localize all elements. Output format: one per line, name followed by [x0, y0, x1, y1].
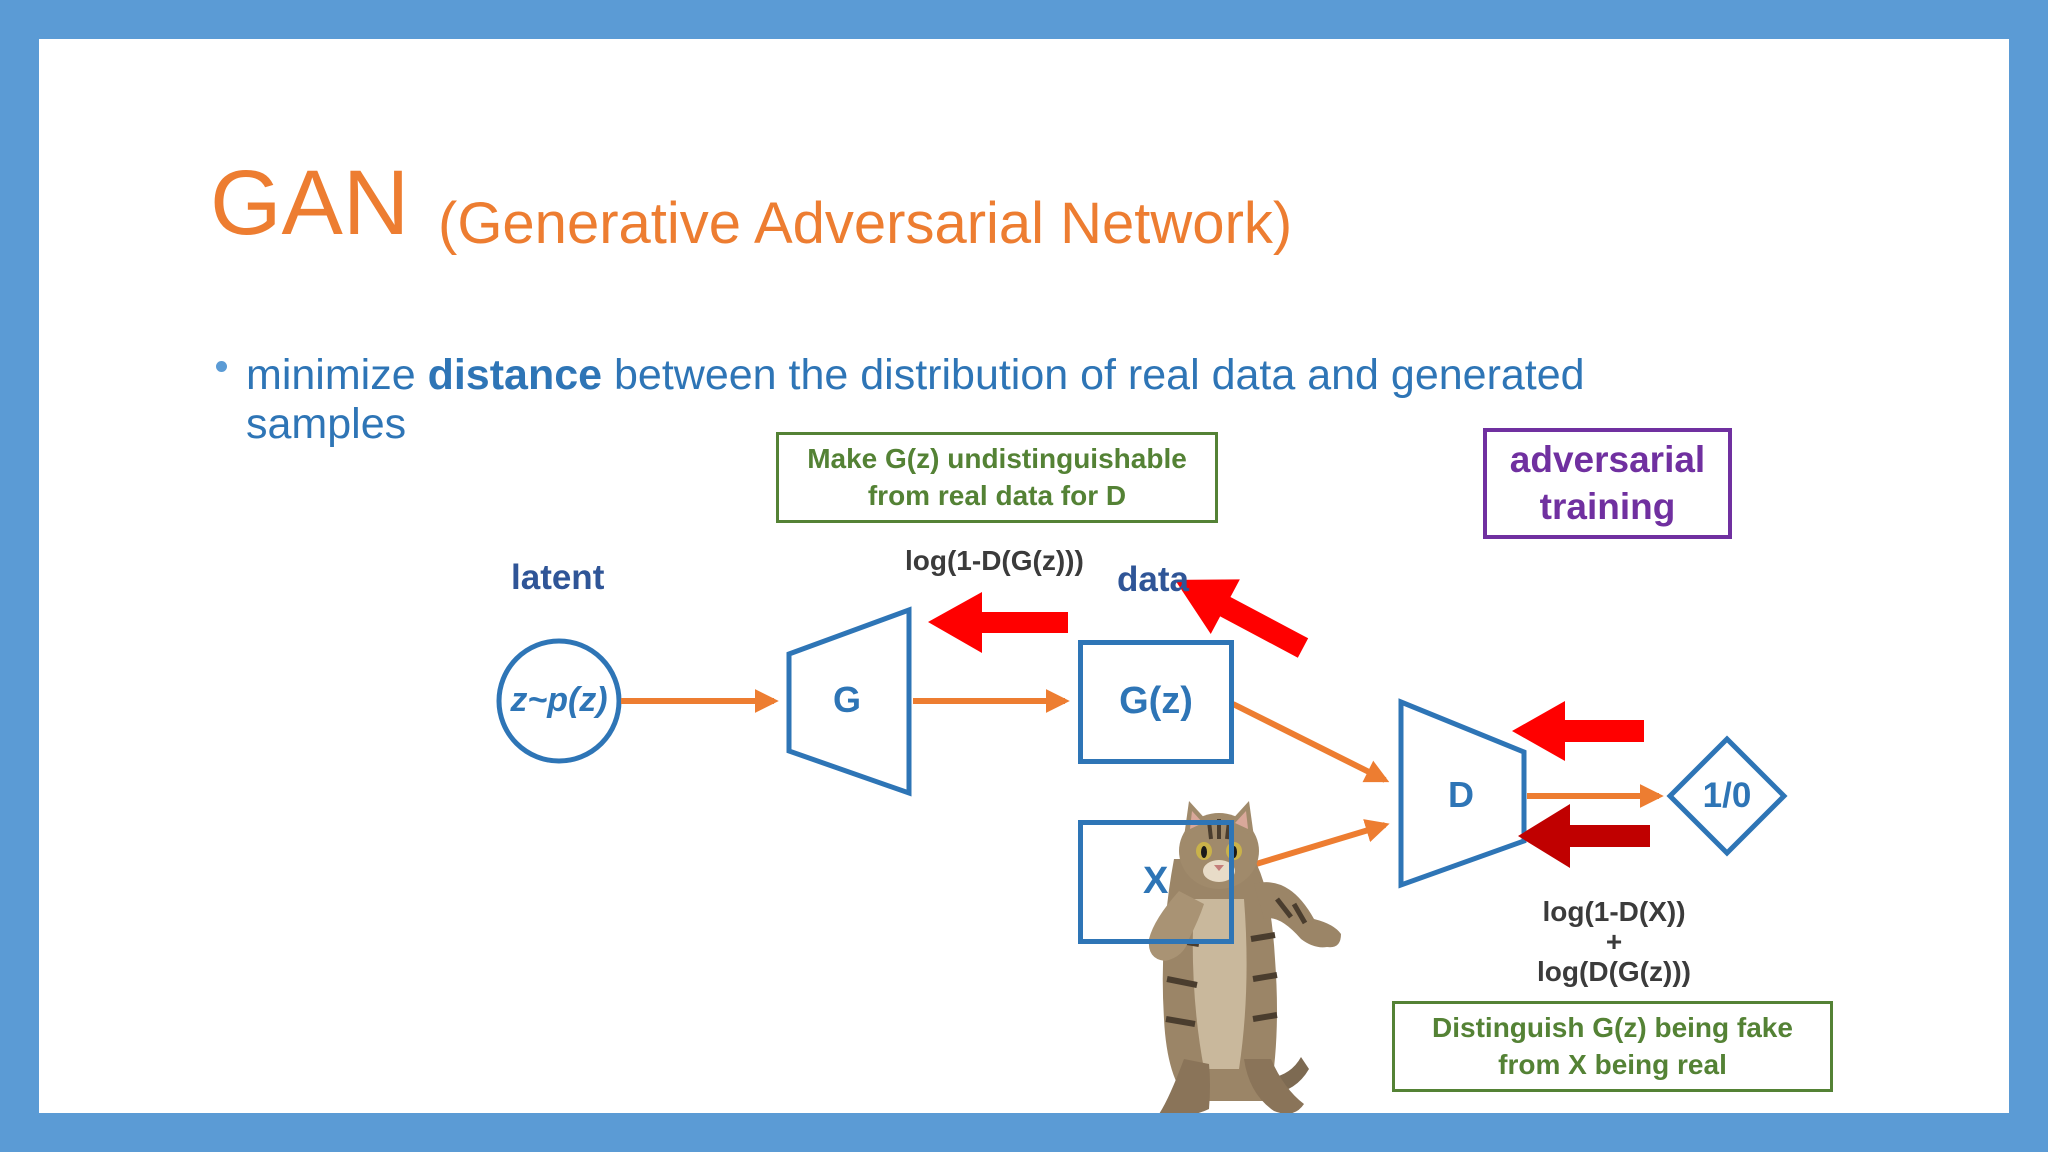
real-data-node: X	[1078, 820, 1234, 944]
gradient-arrow-d-lower	[1518, 804, 1650, 868]
standing-tabby-cat-icon	[1148, 801, 1341, 1113]
bullet-text: minimize distance between the distributi…	[246, 354, 1585, 397]
output-diamond	[1666, 735, 1788, 857]
gradient-arrow-d-upper	[1512, 701, 1644, 761]
discriminator-loss-label: log(1-D(X)) + log(D(G(z)))	[1479, 897, 1749, 987]
discriminator-loss-line1: log(1-D(X))	[1542, 896, 1686, 927]
bullet-icon	[216, 361, 227, 372]
discriminator-objective-line1: Distinguish G(z) being fake	[1432, 1012, 1793, 1044]
slide-title: GAN	[210, 152, 410, 254]
data-label: data	[1117, 560, 1189, 599]
generator-label: G	[832, 679, 861, 720]
gradient-arrow-g	[928, 592, 1068, 653]
generator-objective-line2: from real data for D	[867, 479, 1127, 511]
generated-data-node: G(z)	[1078, 640, 1234, 764]
discriminator-loss-line2: +	[1605, 926, 1623, 957]
discriminator-objective-note: Distinguish G(z) being fake from X being…	[1392, 1001, 1833, 1092]
real-data-label: X	[1143, 860, 1169, 903]
generator-shape	[786, 606, 912, 797]
arrow-gz-to-d	[1231, 701, 1390, 783]
output-label: 1/0	[1702, 776, 1752, 815]
bullet-text-before: minimize	[246, 351, 428, 399]
generator-objective-note: Make G(z) undistinguishable from real da…	[776, 432, 1218, 523]
latent-label: latent	[511, 558, 605, 597]
adversarial-training-line2: training	[1539, 485, 1676, 527]
adversarial-training-note: adversarial training	[1483, 428, 1732, 539]
bullet-text-after: between the distribution of real data an…	[602, 351, 1585, 399]
slide: GAN (Generative Adversarial Network) min…	[39, 39, 2009, 1113]
generator-loss-label: log(1-D(G(z)))	[905, 545, 1084, 576]
slide-subtitle: (Generative Adversarial Network)	[438, 191, 1293, 256]
discriminator-objective-line2: from X being real	[1498, 1048, 1727, 1080]
arrow-x-to-d	[1232, 819, 1390, 874]
discriminator-shape	[1398, 698, 1527, 889]
discriminator-loss-line3: log(D(G(z)))	[1537, 956, 1691, 987]
bullet-text-line2: samples	[246, 400, 407, 448]
discriminator-label: D	[1448, 774, 1474, 815]
gan-diagram	[496, 579, 1788, 1113]
latent-z-label: z~p(z)	[510, 681, 608, 719]
latent-z-node	[496, 638, 622, 764]
gradient-arrow-gz	[1174, 579, 1309, 658]
adversarial-training-line1: adversarial	[1509, 439, 1706, 481]
generator-objective-line1: Make G(z) undistinguishable	[807, 443, 1187, 475]
generated-data-label: G(z)	[1119, 680, 1193, 723]
bullet-text-bold: distance	[427, 351, 603, 399]
